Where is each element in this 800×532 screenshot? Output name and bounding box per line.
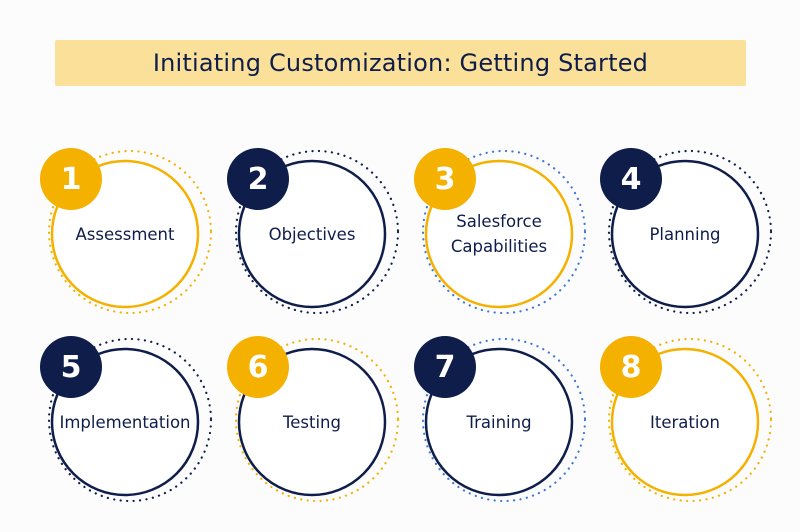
step-8: Iteration 8 (600, 336, 785, 511)
step-number-badge: 8 (600, 336, 662, 398)
page-title: Initiating Customization: Getting Starte… (152, 49, 649, 77)
step-number-badge: 5 (40, 336, 102, 398)
step-number-badge: 2 (227, 148, 289, 210)
dotted-ring (47, 337, 213, 503)
step-7: Training 7 (414, 336, 599, 511)
step-number-badge: 3 (414, 148, 476, 210)
dotted-ring (234, 149, 400, 315)
step-label-line: Testing (282, 412, 341, 432)
step-label-line: Iteration (650, 412, 720, 432)
step-label-line: Assessment (75, 224, 175, 244)
step-number-badge: 7 (414, 336, 476, 398)
step-number: 8 (620, 349, 642, 385)
step-4: Planning 4 (600, 148, 785, 323)
step-number: 7 (434, 349, 456, 385)
dotted-ring (47, 149, 213, 315)
step-6: Testing 6 (227, 336, 412, 511)
step-number: 1 (60, 161, 82, 197)
step-label: Iteration (605, 410, 765, 435)
step-number: 2 (247, 161, 269, 197)
step-number: 6 (247, 349, 269, 385)
step-2: Objectives 2 (227, 148, 412, 323)
title-banner: Initiating Customization: Getting Starte… (55, 40, 746, 86)
step-label: Planning (605, 222, 765, 247)
step-number-badge: 6 (227, 336, 289, 398)
step-number-badge: 4 (600, 148, 662, 210)
step-label-line: Capabilities (450, 237, 548, 256)
step-1: Assessment 1 (40, 148, 225, 323)
step-number: 3 (434, 161, 456, 197)
step-label: Testing (232, 410, 392, 435)
step-label-line: Salesforce (456, 212, 542, 231)
step-number: 5 (60, 349, 82, 385)
step-label-line: Implementation (59, 412, 191, 432)
step-5: Implementation 5 (40, 336, 225, 511)
dotted-ring (421, 337, 587, 503)
step-label: Assessment (45, 222, 205, 247)
step-label: Training (419, 410, 579, 435)
step-label-line: Planning (649, 224, 721, 244)
step-number: 4 (620, 161, 642, 197)
dotted-ring (234, 337, 400, 503)
dotted-ring (607, 149, 773, 315)
step-label-line: Training (466, 412, 532, 432)
step-label-line: Objectives (268, 224, 356, 244)
step-label: Objectives (232, 222, 392, 247)
step-number-badge: 1 (40, 148, 102, 210)
dotted-ring (421, 149, 587, 315)
dotted-ring (607, 337, 773, 503)
step-label: Implementation (45, 410, 205, 435)
